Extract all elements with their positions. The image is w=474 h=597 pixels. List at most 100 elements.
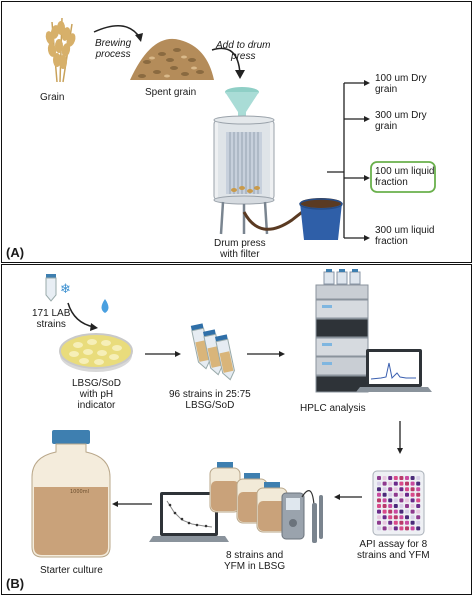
api-well	[410, 520, 415, 525]
petri-plate-icon	[59, 333, 133, 372]
api-well	[388, 476, 393, 480]
api-well	[393, 526, 398, 531]
api-line-1: API assay for 8	[359, 539, 428, 550]
grain-label: Grain	[40, 92, 65, 103]
api-well	[393, 481, 398, 486]
frozen-tube-icon: ❄	[45, 274, 71, 302]
api-well	[377, 504, 381, 508]
api-well	[405, 515, 409, 520]
api-label: API assay for 8 strains and YFM	[357, 539, 430, 561]
api-well	[405, 526, 409, 531]
api-well	[405, 492, 409, 497]
lab-line-2: strains	[36, 319, 66, 330]
api-well	[382, 476, 387, 480]
lab-line-1: 171 LAB	[32, 308, 71, 319]
api-well	[410, 515, 415, 520]
api-well	[377, 492, 381, 497]
api-well	[405, 509, 409, 514]
api-well	[410, 504, 415, 508]
api-well	[388, 509, 393, 514]
api-well	[410, 476, 415, 480]
api-well	[377, 481, 381, 486]
api-well	[405, 504, 409, 508]
api-well	[388, 515, 393, 520]
fraction-100-dry-line-2: grain	[375, 84, 398, 95]
spent-grain-pile-icon	[130, 38, 214, 80]
api-well	[382, 487, 387, 492]
tubes-line-2: LBSG/SoD	[185, 400, 235, 411]
api-well	[416, 504, 421, 508]
ph-meter-icon	[281, 490, 323, 543]
fraction-300-liquid-line-1: 300 um liquid	[375, 225, 435, 236]
api-well	[399, 515, 404, 520]
add-line-2: press	[231, 51, 256, 62]
starter-culture-label: Starter culture	[40, 565, 103, 576]
api-well	[382, 504, 387, 508]
api-well	[399, 476, 404, 480]
api-well	[382, 498, 387, 503]
api-well	[399, 526, 404, 531]
brewing-line-2: process	[95, 49, 131, 60]
fraction-bracket	[327, 82, 364, 239]
bottles-line-2: YFM in LBSG	[224, 561, 286, 572]
api-well	[382, 481, 387, 486]
svg-text:❄: ❄	[60, 282, 71, 297]
fraction-100-dry-line-1: 100 um Dry	[375, 73, 427, 84]
fraction-300-dry-line-2: grain	[375, 121, 398, 132]
fraction-300-dry-line-1: 300 um Dry	[375, 110, 427, 121]
fraction-300-liquid: 300 um liquid fraction	[375, 225, 434, 247]
culture-bottles-icon	[209, 462, 288, 533]
collection-pot-icon	[299, 198, 343, 240]
api-well	[382, 520, 387, 525]
laptop-growth-curve-icon	[149, 492, 229, 542]
add-to-drum-label: Add to drum press	[216, 40, 270, 62]
panel-b-letter: (B)	[6, 576, 25, 591]
api-well	[393, 498, 398, 503]
api-well	[393, 504, 398, 508]
api-well	[399, 520, 404, 525]
laptop-chromatogram-icon	[356, 349, 432, 392]
api-well	[377, 526, 381, 531]
api-well	[377, 476, 381, 480]
water-drop-icon	[101, 299, 109, 313]
bottles-line-1: 8 strains and	[225, 550, 284, 561]
api-well	[416, 509, 421, 514]
api-well	[410, 492, 415, 497]
highlight-box	[370, 161, 436, 193]
drum-press-icon	[213, 115, 275, 235]
api-well	[388, 504, 393, 508]
plate-line-2: with pH	[79, 389, 114, 400]
lab-strains-label: 171 LAB strains	[32, 308, 70, 330]
api-well	[416, 476, 421, 480]
panel-a: Grain Brewing process Spent grain Add to…	[1, 1, 472, 263]
panel-a-drawing	[45, 17, 436, 241]
api-well	[416, 481, 421, 486]
api-well	[410, 481, 415, 486]
brewing-line-1: Brewing	[95, 38, 132, 49]
api-well	[393, 509, 398, 514]
panel-b: ❄	[1, 264, 472, 595]
api-well	[416, 487, 421, 492]
api-well	[388, 498, 393, 503]
bottles-label: 8 strains and YFM in LBSG	[224, 550, 285, 572]
api-well	[405, 481, 409, 486]
api-well	[393, 492, 398, 497]
api-well	[393, 515, 398, 520]
api-well	[377, 520, 381, 525]
api-well	[382, 515, 387, 520]
api-well	[382, 492, 387, 497]
api-well	[388, 520, 393, 525]
api-well	[388, 487, 393, 492]
fraction-300-dry: 300 um Dry grain	[375, 110, 427, 132]
api-well	[377, 515, 381, 520]
api-well	[416, 526, 421, 531]
api-well	[410, 487, 415, 492]
fraction-300-liquid-line-2: fraction	[375, 236, 408, 247]
api-well	[410, 509, 415, 514]
wheat-grain-icon	[45, 17, 76, 83]
api-well	[399, 504, 404, 508]
plate-label: LBSG/SoD with pH indicator	[72, 378, 121, 411]
api-well	[416, 498, 421, 503]
drum-line-1: Drum press	[214, 238, 266, 249]
api-strip-icon	[372, 470, 425, 536]
